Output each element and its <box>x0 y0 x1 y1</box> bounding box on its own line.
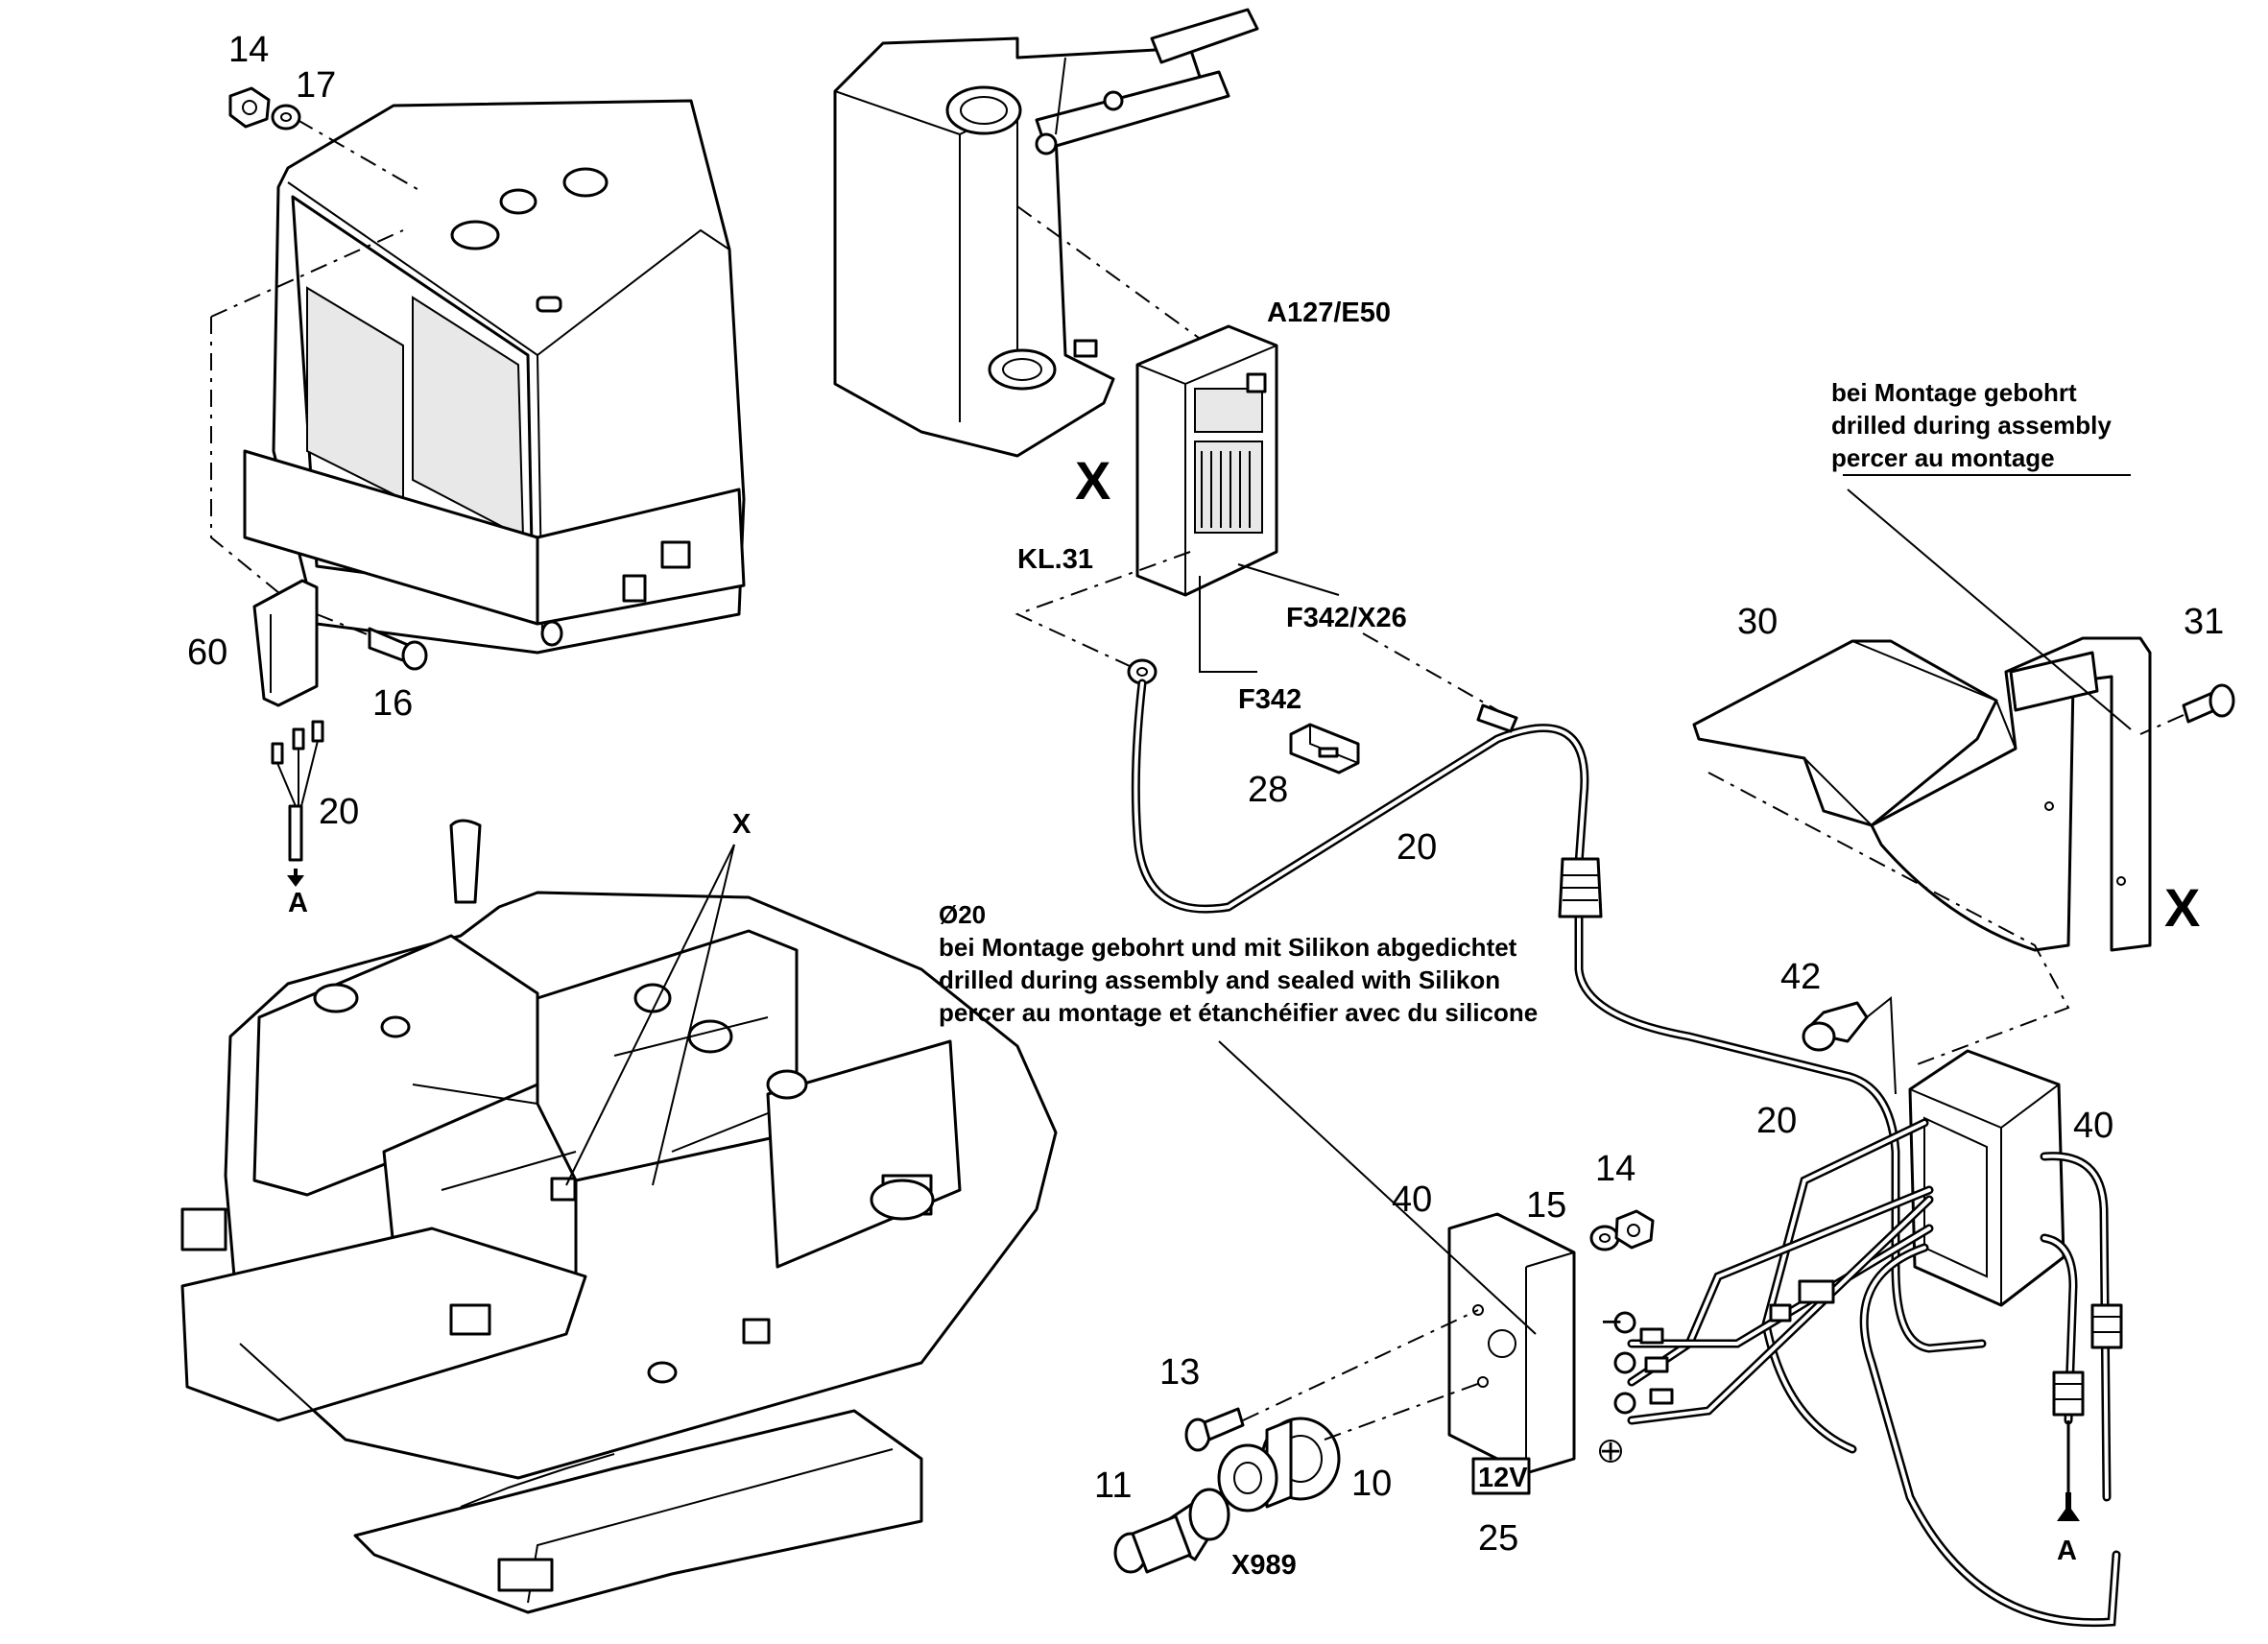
label-42: 42 <box>1780 957 1821 997</box>
key-holder-x989 <box>1217 1443 1278 1513</box>
harness-20-left <box>271 720 324 887</box>
key-11 <box>1113 1488 1230 1574</box>
module-a127-e50 <box>1135 324 1278 597</box>
cable-20-main <box>1131 679 1987 1353</box>
sticker-12v-box <box>1471 1457 1531 1495</box>
label-12v: 12V <box>1478 1463 1528 1493</box>
label-x-right: X <box>2164 877 2200 938</box>
bracket-x-right <box>1870 636 2152 952</box>
label-17: 17 <box>296 65 336 106</box>
ring-terminal-kl31 <box>1127 658 1158 685</box>
hood-assembly <box>210 99 746 655</box>
label-60: 60 <box>187 632 227 673</box>
terminals <box>1599 1311 1674 1463</box>
label-kl31: KL.31 <box>1017 544 1093 575</box>
screw-13 <box>1184 1407 1245 1452</box>
switch-10 <box>1260 1417 1341 1509</box>
label-25: 25 <box>1478 1518 1518 1559</box>
callout-line-x <box>565 844 735 1186</box>
label-13: 13 <box>1159 1352 1200 1393</box>
note-seal-de: bei Montage gebohrt und mit Silikon abge… <box>939 933 1517 962</box>
frame-assembly <box>833 8 1259 458</box>
junction-box-40 <box>1908 1049 2065 1307</box>
label-a127-e50: A127/E50 <box>1267 298 1391 328</box>
note-drill-top-de: bei Montage gebohrt <box>1831 378 2077 407</box>
cover-30 <box>1692 639 2017 827</box>
bolt-16 <box>368 627 428 671</box>
label-16: 16 <box>372 683 413 724</box>
label-40-mid: 40 <box>1392 1179 1432 1220</box>
label-f342-x26: F342/X26 <box>1286 603 1407 633</box>
plate-25 <box>1447 1212 1576 1475</box>
label-x-callout: X <box>732 809 752 840</box>
label-40-right: 40 <box>2073 1106 2113 1146</box>
washer-17 <box>271 104 301 131</box>
note-drill-top-en: drilled during assembly <box>1831 411 2112 440</box>
label-11: 11 <box>1094 1465 1132 1506</box>
machine-assembly <box>180 819 1058 1614</box>
label-a-right: A <box>2057 1536 2077 1566</box>
label-minus: − <box>1601 1302 1622 1343</box>
callout-line-drill <box>1843 474 2132 730</box>
label-14-mid: 14 <box>1595 1149 1635 1189</box>
note-seal-fr: percer au montage et étanchéifier avec d… <box>939 998 1538 1027</box>
label-30: 30 <box>1737 602 1778 642</box>
label-plus: + <box>1600 1432 1621 1472</box>
bracket-60 <box>252 579 319 707</box>
label-28: 28 <box>1248 770 1288 810</box>
label-15: 15 <box>1526 1185 1566 1226</box>
label-10: 10 <box>1351 1464 1392 1504</box>
bolt-42 <box>1802 995 1897 1095</box>
label-f342: F342 <box>1238 684 1301 715</box>
label-x-box: X <box>1075 450 1110 511</box>
nut-14-mid <box>1614 1209 1655 1250</box>
label-20-right: 20 <box>1756 1101 1797 1141</box>
fuse-28 <box>1289 723 1360 774</box>
washer-15 <box>1589 1225 1620 1251</box>
nut-14-top <box>228 86 271 129</box>
note-seal-diameter: Ø20 <box>939 900 986 929</box>
label-a-left: A <box>288 888 308 918</box>
note-drill-top-fr: percer au montage <box>1831 443 2055 472</box>
label-20-left: 20 <box>319 792 359 832</box>
note-seal-en: drilled during assembly and sealed with … <box>939 965 1500 994</box>
label-14-top: 14 <box>228 30 269 70</box>
label-20-mid: 20 <box>1397 827 1437 868</box>
bolt-31 <box>2182 683 2235 724</box>
label-x989: X989 <box>1231 1550 1297 1581</box>
callout-line-seal <box>1218 1040 1537 1335</box>
label-31: 31 <box>2184 602 2224 642</box>
